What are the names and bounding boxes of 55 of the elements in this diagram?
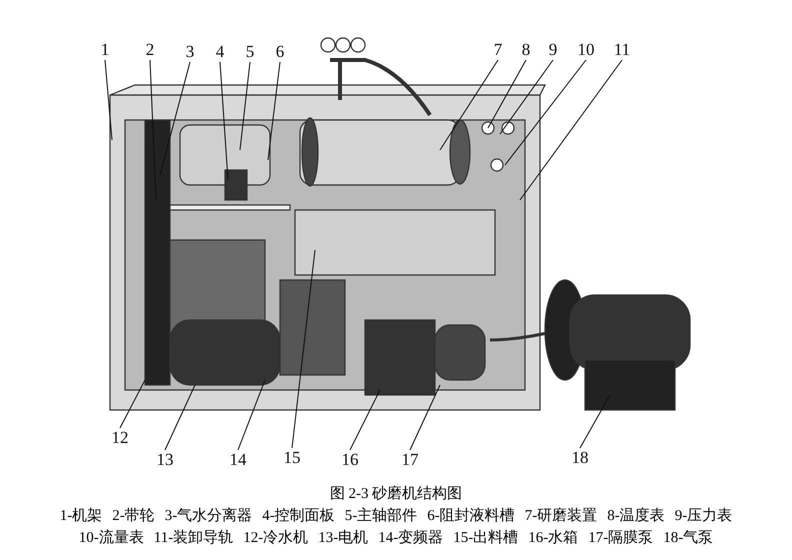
callout-number: 6	[274, 42, 286, 62]
part-key-entry: 1-机架	[60, 508, 102, 524]
part-key-entry: 15-出料槽	[453, 530, 518, 546]
leader-line	[580, 394, 610, 448]
part-key-entry: 14-变频器	[378, 530, 444, 546]
leader-line	[292, 250, 316, 448]
leader-line	[240, 62, 250, 150]
part-key-entry: 10-流量表	[78, 530, 144, 546]
leader-line	[440, 60, 498, 150]
callout-number: 18	[570, 448, 590, 468]
part-key-entry: 11-装卸导轨	[154, 530, 234, 546]
leader-line	[410, 384, 440, 450]
callout-number: 8	[520, 40, 532, 60]
callout-number: 1	[98, 40, 112, 60]
callout-number: 3	[184, 42, 196, 62]
callout-number: 10	[576, 40, 596, 60]
part-key-entry: 6-阻封液料槽	[427, 508, 515, 524]
callout-number: 14	[228, 450, 248, 470]
leader-line	[150, 60, 156, 200]
part-key-entry: 9-压力表	[674, 508, 732, 524]
callout-number: 17	[400, 450, 420, 470]
callout-number: 7	[492, 40, 504, 60]
leader-line	[164, 384, 196, 450]
figure-caption: 图 2-3 砂磨机结构图	[328, 484, 464, 503]
leader-line	[350, 390, 380, 450]
part-key-entry: 3-气水分离器	[164, 508, 252, 524]
leader-line	[104, 60, 112, 140]
part-key-entry: 7-研磨装置	[524, 508, 598, 524]
callout-number: 9	[546, 40, 560, 60]
leader-line	[504, 60, 586, 166]
callout-number: 15	[282, 448, 302, 468]
callout-number: 4	[214, 42, 226, 62]
part-key-entry: 16-水箱	[528, 530, 578, 546]
leader-line	[160, 62, 190, 176]
leader-line	[238, 380, 266, 450]
leader-line	[120, 380, 146, 428]
part-key-entry: 4-控制面板	[262, 508, 335, 524]
part-key-entry: 2-带轮	[112, 508, 155, 524]
leader-line	[220, 62, 228, 180]
callout-number: 12	[110, 428, 130, 448]
callout-number: 16	[340, 450, 360, 470]
part-key-entry: 8-温度表	[607, 508, 665, 524]
leader-line	[488, 60, 526, 128]
callout-number: 2	[144, 40, 156, 60]
part-key-entry: 18-气泵	[663, 530, 714, 546]
leader-line	[268, 62, 280, 160]
part-key-entry: 5-主轴部件	[344, 508, 418, 524]
part-key-entry: 12-冷水机	[243, 530, 308, 546]
leader-line	[520, 60, 622, 200]
leader-line	[500, 60, 554, 134]
part-key-entry: 13-电机	[318, 530, 368, 546]
callout-number: 11	[612, 40, 632, 60]
callout-number: 5	[244, 42, 256, 62]
callout-number: 13	[154, 450, 176, 470]
part-key-entry: 17-隔膜泵	[588, 530, 654, 546]
